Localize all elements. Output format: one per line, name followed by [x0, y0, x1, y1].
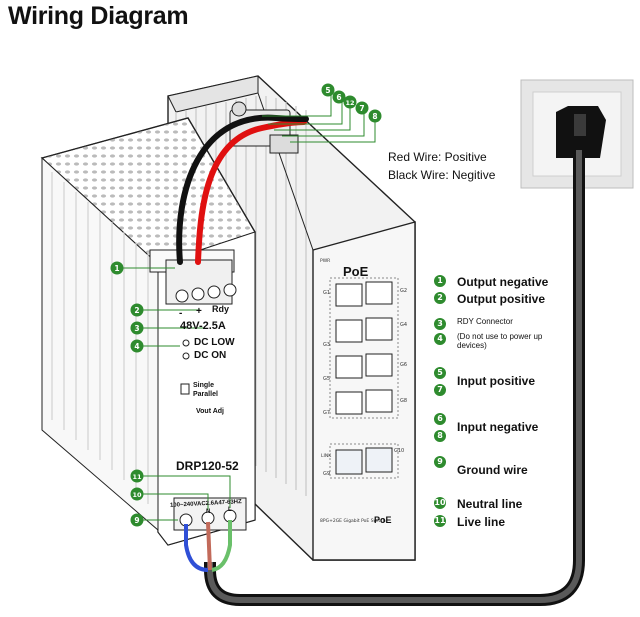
psu-single-parallel: Single Parallel	[193, 382, 218, 398]
legend-number: 11	[434, 515, 446, 527]
callout-psu-11: 11	[130, 469, 144, 483]
legend-number: 8	[434, 430, 446, 442]
psu-terminal-plus: +	[196, 306, 202, 317]
legend-text: (Do not use to power up devices)	[457, 332, 543, 350]
psu-rating: 48V-2.5A	[180, 320, 226, 332]
switch-led-pwr: PWR	[320, 258, 330, 264]
callout-psu-4: 4	[130, 339, 144, 353]
callout-psu-9: 9	[130, 513, 144, 527]
legend-item-3: 3 RDY Connector	[434, 317, 513, 330]
switch-footer-poe: PoE	[374, 515, 392, 525]
callout-psu-3-text: 3	[134, 324, 139, 333]
callout-psu-11-text: 11	[132, 473, 142, 481]
callout-leaders	[123, 94, 376, 521]
legend-item-11: 11 Live line	[434, 515, 505, 529]
psu-vout-adj: Vout Adj	[196, 408, 224, 415]
switch-port-label-g8: G8	[400, 398, 407, 404]
page-title: Wiring Diagram	[8, 2, 189, 30]
callout-8-text: 8	[372, 112, 377, 121]
callout-psu-1: 1	[110, 261, 124, 275]
legend-text: Input positive	[457, 374, 535, 388]
legend-text: Output negative	[457, 275, 549, 289]
legend-text: RDY Connector	[457, 317, 513, 326]
callout-psu-1-text: 1	[114, 264, 119, 273]
callout-7: 7	[355, 101, 369, 115]
switch-port-label-g1: G1	[323, 290, 330, 296]
legend-item-8: 8	[434, 430, 446, 442]
callout-6: 6	[332, 90, 346, 104]
switch-port-label-g5: G5	[323, 376, 330, 382]
legend-item-4: 4 (Do not use to power up devices)	[434, 332, 567, 350]
legend-number: 7	[434, 384, 446, 396]
psu-terminal-minus: -	[179, 308, 183, 319]
callout-8: 8	[368, 109, 382, 123]
callout-12-text: 12	[345, 99, 354, 107]
psu-dc-low: DC LOW	[194, 337, 235, 348]
legend-item-10: 10 Neutral line	[434, 497, 522, 511]
legend-text: Ground wire	[457, 463, 528, 477]
legend-item-2: 2 Output positive	[434, 292, 545, 306]
black-wire-note: Black Wire: Negitive	[388, 168, 496, 182]
switch-model-text: 8PG+2GE Gigabit PoE Switch	[320, 518, 386, 524]
switch-port-label-g6: G6	[400, 362, 407, 368]
switch-port-label-g10: G10	[394, 448, 404, 454]
legend-text: Input negative	[457, 420, 539, 434]
blue-wire	[184, 524, 209, 572]
callout-6-text: 6	[336, 93, 341, 102]
legend-text: Neutral line	[457, 497, 523, 511]
callout-psu-10: 10	[130, 487, 144, 501]
legend-number: 6	[434, 413, 446, 425]
psu-dc-on: DC ON	[194, 350, 227, 361]
callout-psu-4-text: 4	[134, 342, 139, 351]
legend-text: Live line	[457, 515, 506, 529]
callout-5: 5	[321, 83, 335, 97]
switch-port-label-g3: G3	[323, 342, 330, 348]
black-wire	[176, 114, 309, 265]
red-wire-note: Red Wire: Positive	[388, 150, 487, 164]
callout-psu-10-text: 10	[132, 491, 142, 499]
switch-port-label-g4: G4	[400, 322, 407, 328]
brown-wire	[206, 521, 212, 571]
green-wire	[211, 520, 232, 572]
callout-12: 12	[343, 95, 357, 109]
switch-poe-label: PoE	[343, 264, 369, 279]
callout-psu-2: 2	[130, 303, 144, 317]
legend-text: Output positive	[457, 292, 545, 306]
psu-model: DRP120-52	[176, 459, 239, 473]
callout-7-text: 7	[359, 104, 364, 113]
switch-port-label-g2: G2	[400, 288, 407, 294]
legend-item-7: 7	[434, 384, 446, 396]
callout-psu-3: 3	[130, 321, 144, 335]
legend-item-1: 1 Output negative	[434, 275, 548, 289]
switch-ports	[329, 277, 399, 479]
legend-number: 1	[434, 275, 446, 287]
legend-number: 2	[434, 292, 446, 304]
psu-terminal-rdy: Rdy	[212, 304, 230, 314]
callout-psu-9-text: 9	[134, 516, 139, 525]
red-wire	[195, 119, 307, 265]
psu-terminal-n: N	[206, 509, 211, 515]
legend-number: 4	[434, 333, 446, 345]
switch-port-label-g9: G9	[323, 471, 330, 477]
legend-number: 5	[434, 367, 446, 379]
callout-5-text: 5	[325, 86, 330, 95]
switch-led-link: LINK	[321, 453, 332, 459]
psu-terminal-l: L	[228, 507, 232, 513]
callout-psu-2-text: 2	[134, 306, 139, 315]
legend-number: 9	[434, 456, 446, 468]
legend-number: 3	[434, 318, 446, 330]
switch-port-label-g7: G7	[323, 410, 330, 416]
legend-number: 10	[434, 497, 446, 509]
wall-outlet	[520, 79, 634, 189]
